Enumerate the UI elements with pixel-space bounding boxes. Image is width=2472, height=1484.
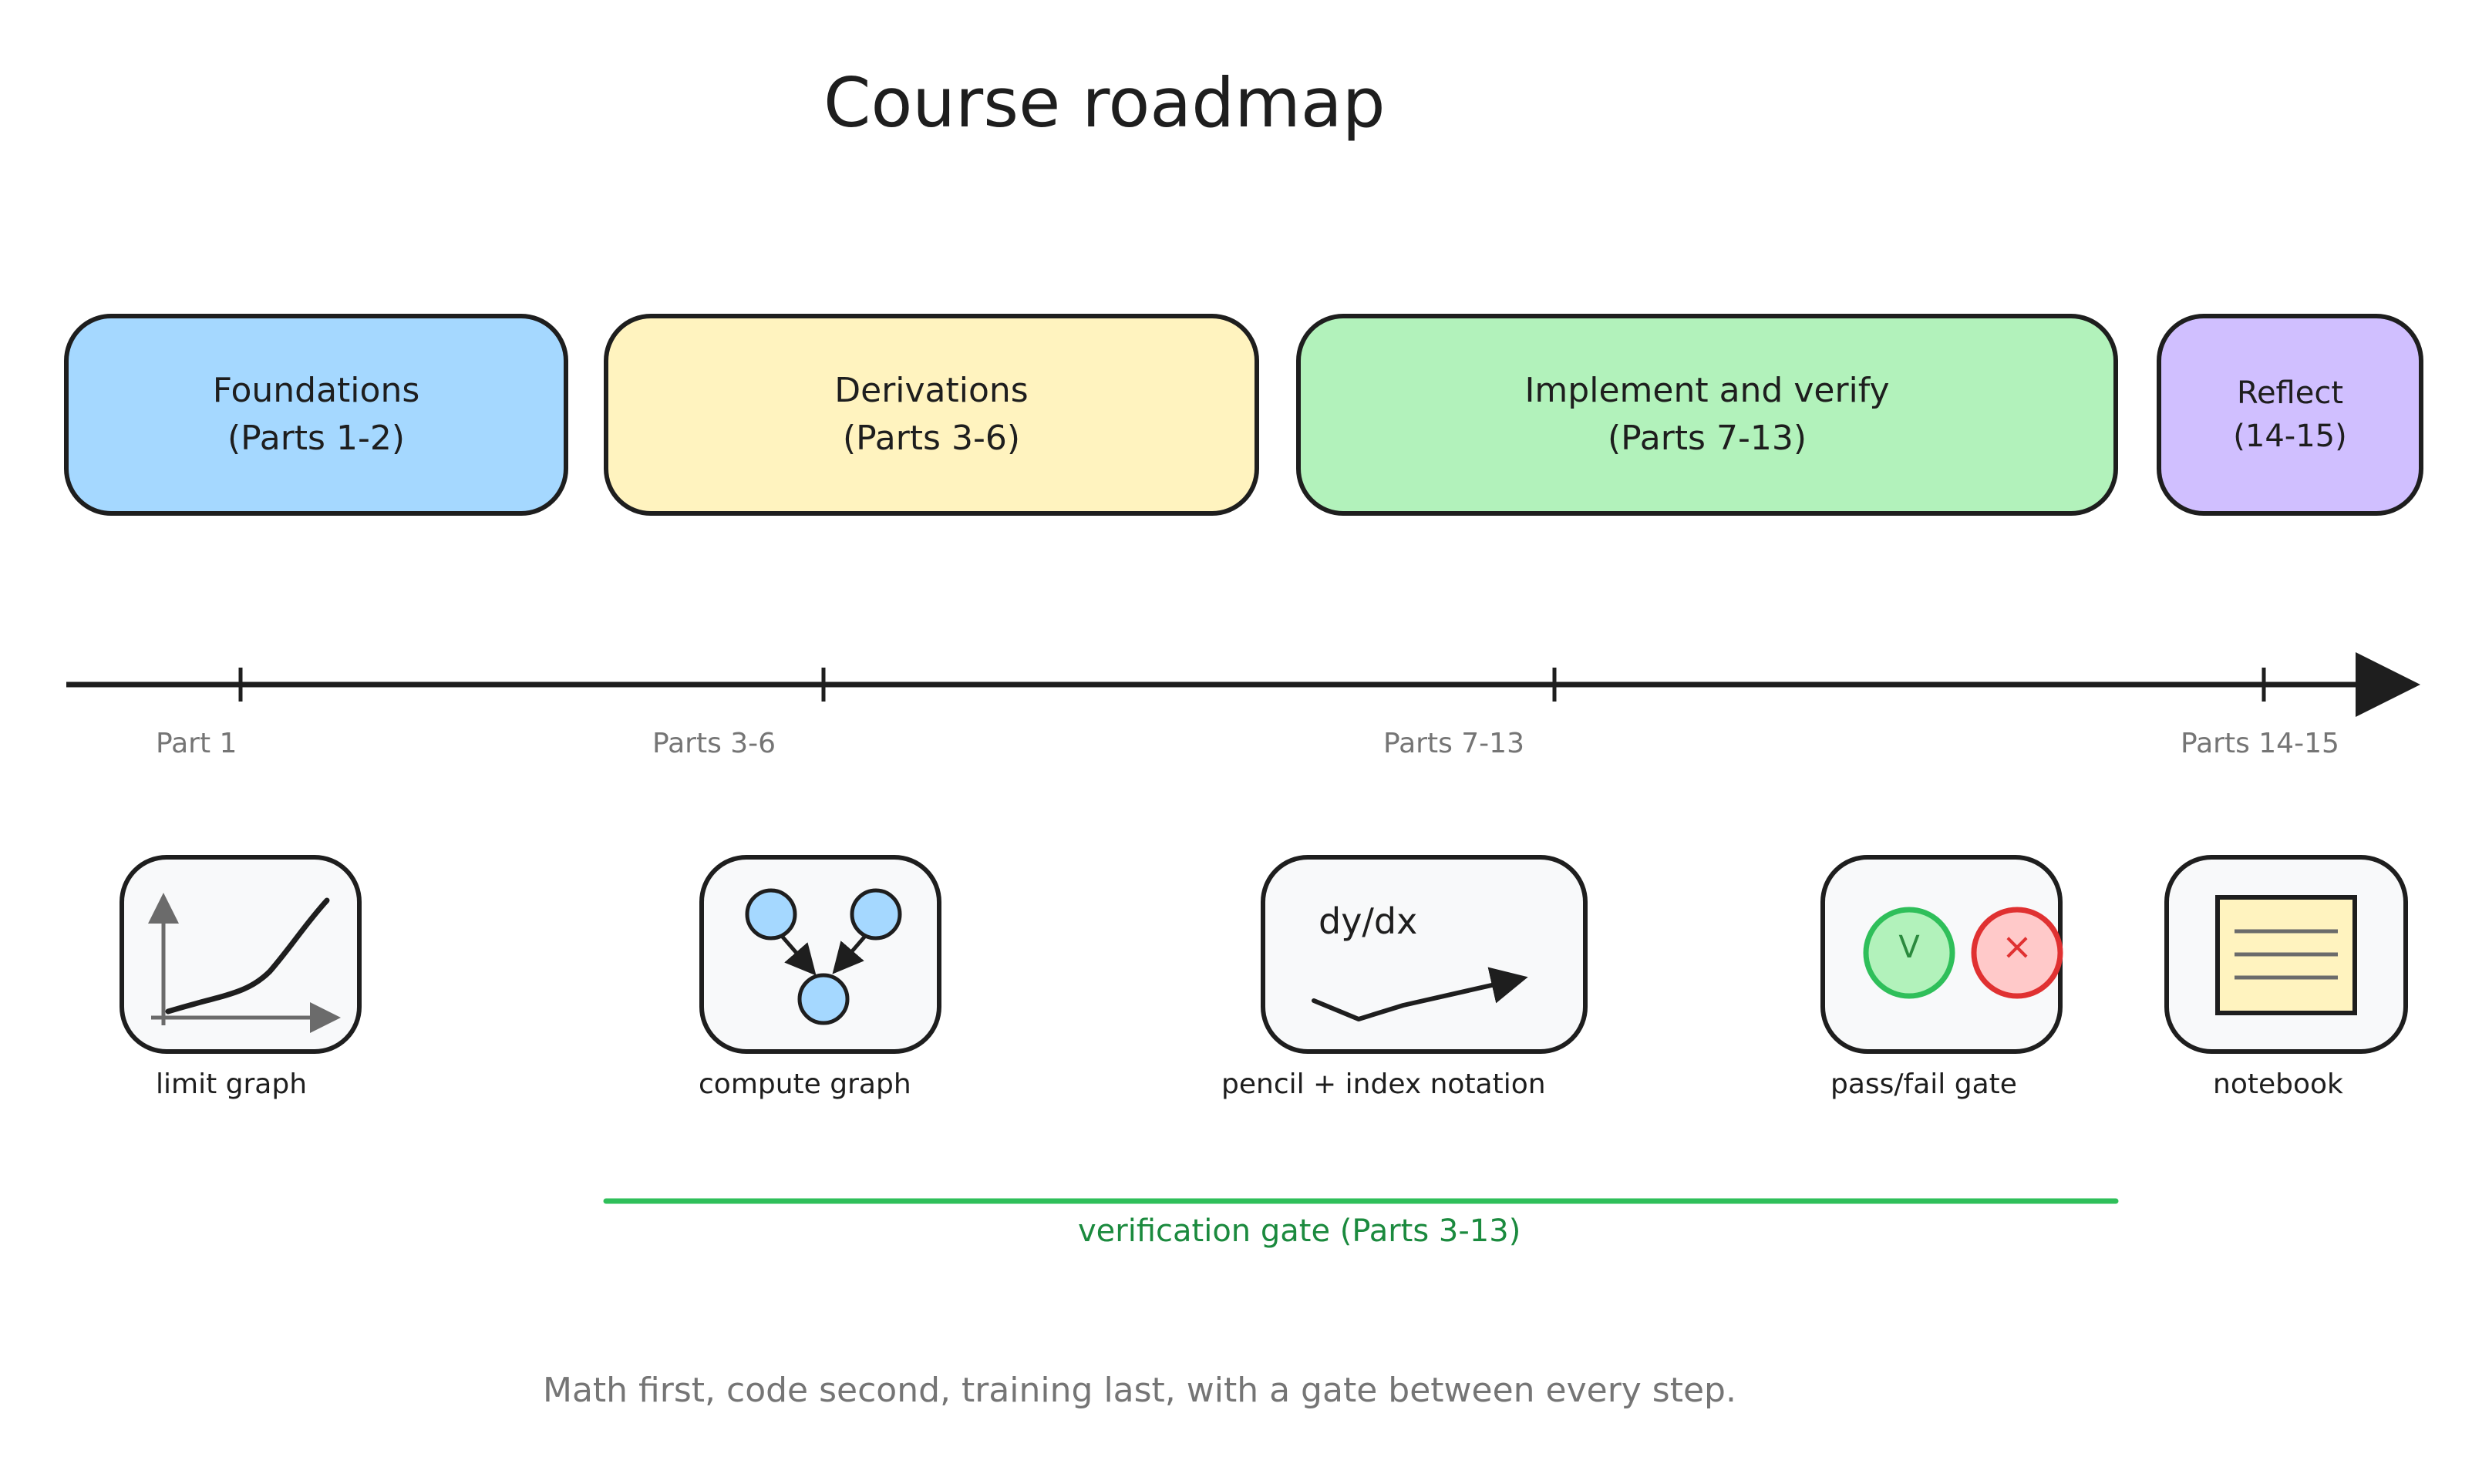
icon-label-limit-graph: limit graph [156, 1068, 308, 1100]
icon-tile-limit-graph [120, 855, 362, 1054]
pass-symbol: V [1898, 930, 1920, 965]
compute-graph-icon [745, 888, 902, 1025]
line-graph-icon [148, 893, 341, 1033]
phase-implement-verify: Implement and verify (Parts 7-13) [1298, 316, 2116, 513]
phase-box-derivations [604, 314, 1259, 516]
derivative-notation-text: dy/dx [1319, 900, 1418, 942]
page-title: Course roadmap [823, 63, 1386, 143]
timeline-label-parts-3-6: Parts 3-6 [652, 728, 776, 759]
footer-caption: Math first, code second, training last, … [543, 1371, 1736, 1410]
phase-box-foundations [64, 314, 568, 516]
phase-implement-parts: (Parts 7-13) [1608, 419, 1807, 458]
icon-tile-pencil-notation [1261, 855, 1588, 1054]
phase-box-implement [1296, 314, 2118, 516]
phase-reflect: Reflect (14-15) [2159, 316, 2421, 513]
pass-fail-icon [1863, 907, 2063, 999]
icon-label-pencil-notation: pencil + index notation [1221, 1068, 1546, 1100]
phase-derivations-parts: (Parts 3-6) [843, 419, 1020, 458]
notebook-icon [2215, 895, 2357, 1015]
icon-label-notebook: notebook [2213, 1068, 2343, 1100]
phase-foundations: Foundations (Parts 1-2) [66, 316, 566, 513]
phase-foundations-name: Foundations [212, 371, 420, 410]
verification-gate-label: verification gate (Parts 3-13) [1078, 1213, 1521, 1249]
phase-box-reflect [2157, 314, 2423, 516]
timeline-label-parts-14-15: Parts 14-15 [2181, 728, 2339, 759]
icon-label-pass-fail: pass/fail gate [1830, 1068, 2017, 1100]
phase-reflect-name: Reflect [2236, 375, 2344, 411]
timeline-label-parts-7-13: Parts 7-13 [1383, 728, 1524, 759]
phase-derivations-name: Derivations [834, 371, 1029, 410]
phase-reflect-parts: (14-15) [2233, 419, 2347, 454]
timeline-label-part-1: Part 1 [156, 728, 237, 759]
phase-implement-name: Implement and verify [1524, 371, 1890, 410]
pencil-notation-icon [1312, 967, 1528, 1021]
phase-derivations: Derivations (Parts 3-6) [606, 316, 1257, 513]
icon-label-compute-graph: compute graph [699, 1068, 911, 1100]
phase-foundations-parts: (Parts 1-2) [227, 419, 405, 458]
fail-symbol: × [2001, 925, 2033, 968]
